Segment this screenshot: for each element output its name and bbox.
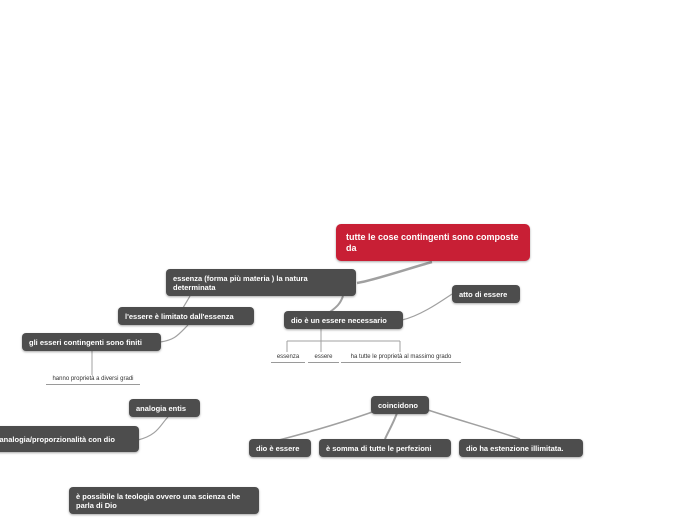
connector-coincidono-perfezioni: [384, 412, 398, 440]
node-essenza-label: essenza (forma più materia ) la natura d…: [173, 273, 308, 292]
leaf-proprieta-label: ha tutte le proprietà al massimo grado: [350, 354, 452, 360]
node-necessario-label: dio è un essere necessario: [291, 315, 387, 325]
node-finiti-label: gli esseri contingenti sono finiti: [29, 337, 142, 347]
connector-necessario-atto: [401, 293, 453, 321]
central-topic[interactable]: tutte le cose contingenti sono composte …: [336, 224, 530, 261]
leaf-gradi[interactable]: hanno proprietà a diversi gradi: [46, 376, 140, 385]
leaf-essere[interactable]: essere: [308, 354, 339, 363]
node-analogia-label: analogia entis: [136, 403, 187, 413]
connector-necessario-leaves: [286, 329, 401, 352]
node-perfezioni[interactable]: è somma di tutte le perfezioni: [319, 439, 451, 457]
node-limitato-label: l'essere è limitato dall'essenza: [125, 311, 234, 321]
central-topic-label: tutte le cose contingenti sono composte …: [346, 231, 519, 253]
node-atto[interactable]: atto di essere: [452, 285, 520, 303]
node-analogia[interactable]: analogia entis: [129, 399, 200, 417]
connector-essenza-necessario: [329, 295, 344, 313]
leaf-gradi-label: hanno proprietà a diversi gradi: [52, 376, 134, 382]
node-essenza[interactable]: essenza (forma più materia ) la natura d…: [166, 269, 356, 296]
leaf-essere-label: essere: [314, 354, 333, 360]
leaf-proprieta[interactable]: ha tutte le proprietà al massimo grado: [341, 354, 461, 363]
node-teologia[interactable]: è possibile la teologia ovvero una scien…: [69, 487, 259, 514]
node-perfezioni-label: è somma di tutte le perfezioni: [326, 443, 432, 453]
connector-central-essenza: [356, 260, 433, 285]
connector-coincidono-dio: [278, 409, 379, 441]
node-rapporto-label: le cose contingenti hanno un rapporto di…: [0, 434, 115, 444]
node-atto-label: atto di essere: [459, 289, 508, 299]
node-dio-essere[interactable]: dio è essere: [249, 439, 311, 457]
node-necessario[interactable]: dio è un essere necessario: [284, 311, 403, 329]
leaf-essenza-label: essenza: [276, 354, 300, 360]
connector-limitato-finiti: [159, 324, 189, 343]
node-estenzione-label: dio ha estenzione illimitata.: [466, 443, 564, 453]
node-teologia-label: è possibile la teologia ovvero una scien…: [76, 491, 241, 510]
node-dio-essere-label: dio è essere: [256, 443, 300, 453]
node-coincidono-label: coincidono: [378, 400, 418, 410]
node-coincidono[interactable]: coincidono: [371, 396, 429, 414]
node-rapporto[interactable]: le cose contingenti hanno un rapporto di…: [0, 426, 139, 452]
leaf-essenza[interactable]: essenza: [271, 354, 305, 363]
node-estenzione[interactable]: dio ha estenzione illimitata.: [459, 439, 583, 457]
node-finiti[interactable]: gli esseri contingenti sono finiti: [22, 333, 161, 351]
connector-analogia-rapporto: [137, 416, 169, 441]
node-limitato[interactable]: l'essere è limitato dall'essenza: [118, 307, 254, 325]
connector-coincidono-estenzione: [427, 409, 521, 440]
